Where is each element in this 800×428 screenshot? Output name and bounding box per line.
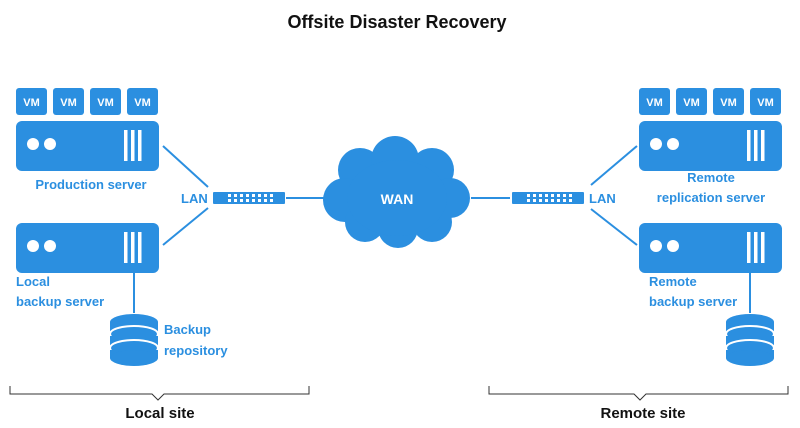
local-backup-server-icon[interactable]	[16, 223, 159, 273]
link-remote-lan-replication	[590, 145, 638, 186]
production-server-label: Production server	[35, 177, 146, 192]
vm-icon[interactable]	[639, 88, 670, 115]
vm-icon[interactable]	[90, 88, 121, 115]
remote-lan-label: LAN	[589, 191, 616, 206]
link-backup-lan	[162, 207, 209, 246]
vm-icon[interactable]	[127, 88, 158, 115]
vm-label: VM	[134, 97, 151, 109]
vm-label: VM	[683, 97, 700, 109]
remote-site-bracket	[488, 386, 789, 401]
wan-label: WAN	[381, 191, 414, 207]
remote-repository-icon[interactable]	[725, 314, 775, 366]
local-backup-server-label-line1: Local	[16, 274, 50, 289]
vm-label: VM	[757, 97, 774, 109]
vm-icon[interactable]	[750, 88, 781, 115]
vm-label: VM	[60, 97, 77, 109]
vm-label: VM	[646, 97, 663, 109]
vm-label: VM	[720, 97, 737, 109]
wan-cloud-icon[interactable]	[323, 136, 470, 248]
remote-backup-server-label-line2: backup server	[649, 294, 737, 309]
remote-backup-server-icon[interactable]	[639, 223, 782, 273]
local-lan-label: LAN	[181, 191, 208, 206]
vm-label: VM	[23, 97, 40, 109]
local-switch-icon[interactable]	[213, 192, 285, 204]
production-server-icon[interactable]	[16, 121, 159, 171]
backup-repository-icon[interactable]	[109, 314, 159, 366]
vm-icon[interactable]	[713, 88, 744, 115]
remote-site-label: Remote site	[600, 405, 685, 422]
link-production-lan	[162, 145, 209, 188]
local-site-label: Local site	[125, 405, 194, 422]
remote-backup-server-label-line1: Remote	[649, 274, 697, 289]
vm-icon[interactable]	[16, 88, 47, 115]
remote-replication-server-icon[interactable]	[639, 121, 782, 171]
backup-repository-label-line1: Backup	[164, 322, 211, 337]
link-remote-lan-backup	[590, 208, 638, 246]
remote-replication-label-line2: replication server	[657, 190, 765, 205]
local-vm-group: VM VM VM VM	[16, 88, 158, 115]
remote-switch-icon[interactable]	[512, 192, 584, 204]
vm-icon[interactable]	[676, 88, 707, 115]
remote-vm-group: VM VM VM VM	[639, 88, 781, 115]
local-site-bracket	[9, 386, 310, 401]
diagram-title: Offsite Disaster Recovery	[287, 12, 506, 32]
vm-label: VM	[97, 97, 114, 109]
backup-repository-label-line2: repository	[164, 343, 228, 358]
connections	[133, 145, 751, 313]
remote-replication-label-line1: Remote	[687, 170, 735, 185]
local-backup-server-label-line2: backup server	[16, 294, 104, 309]
vm-icon[interactable]	[53, 88, 84, 115]
